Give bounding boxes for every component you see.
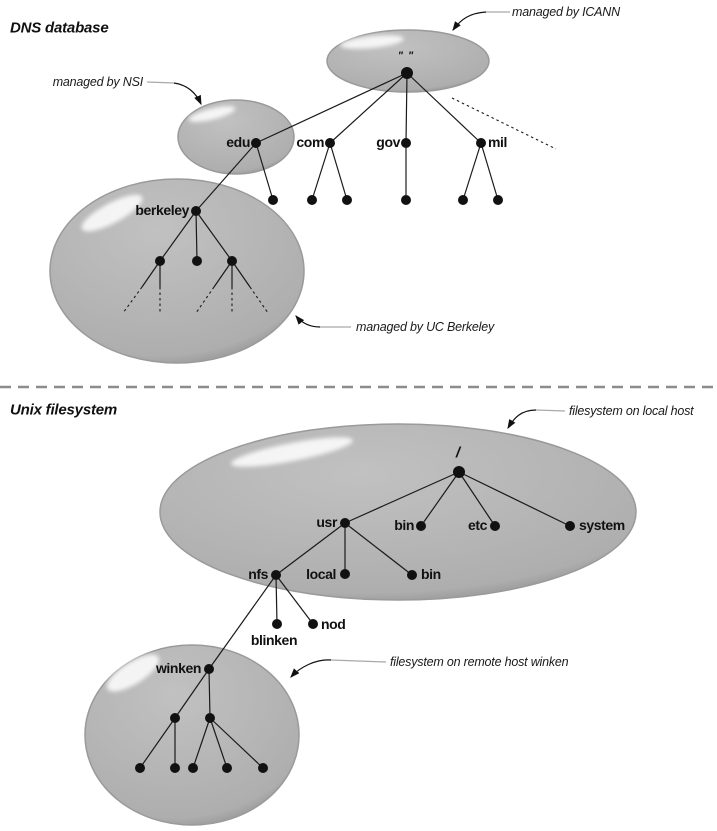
unix-local-fs-ellipse: [159, 423, 637, 601]
unix-node-dots: [135, 466, 575, 773]
gloss-highlight: [231, 437, 353, 467]
gloss-highlight: [81, 194, 143, 232]
nsi-leader-line: [146, 81, 175, 84]
node-label-nod: nod: [321, 616, 346, 632]
node-label-berkeley: berkeley: [135, 202, 189, 218]
nsi-arrow: [173, 82, 202, 106]
node-label-local: local: [306, 566, 336, 582]
gloss-highlight: [340, 35, 404, 49]
unix-annotation-arrows: [290, 409, 566, 678]
annotation-filesystem-remote-host: filesystem on remote host winken: [390, 655, 569, 669]
local-host-arrow: [507, 409, 537, 430]
node-label-bin-lower: bin: [421, 566, 441, 582]
node-label-etc: etc: [467, 517, 487, 533]
unix-ellipses: [84, 423, 637, 826]
node-label-usr: usr: [316, 514, 337, 530]
node-label-winken: winken: [155, 660, 201, 676]
uc-berkeley-arrow: [295, 315, 321, 328]
node-label-mil: mil: [488, 134, 508, 150]
dns-section-title: DNS database: [10, 19, 109, 37]
dns-annotation-arrows: [146, 11, 510, 328]
node-label-root-slash: /: [455, 444, 461, 462]
dns-node-dots: [155, 67, 503, 266]
node-label-edu: edu: [226, 134, 250, 150]
unix-remote-fs-ellipse: [84, 644, 300, 826]
gloss-highlight: [106, 654, 160, 692]
remote-host-arrow: [290, 659, 332, 678]
node-label-blinken: blinken: [250, 632, 298, 648]
node-label-dns-root: " ": [397, 50, 415, 62]
node-label-gov: gov: [376, 134, 400, 150]
node-label-nfs: nfs: [248, 566, 268, 582]
dns-ellipses: [49, 29, 490, 364]
icann-arrow: [452, 11, 487, 31]
annotation-managed-by-uc-berkeley: managed by UC Berkeley: [356, 320, 495, 334]
unix-section-title: Unix filesystem: [10, 401, 118, 419]
remote-host-leader-line: [330, 659, 387, 663]
dns-tree-edges: [122, 72, 557, 314]
local-host-leader-line: [535, 409, 566, 412]
node-label-system: system: [579, 517, 625, 533]
dns-berkeley-zone-ellipse: [49, 178, 305, 364]
annotation-managed-by-nsi: managed by NSI: [52, 75, 144, 89]
gloss-highlight: [188, 106, 236, 122]
node-label-bin-top: bin: [394, 517, 414, 533]
unix-tree-edges: [139, 471, 571, 769]
annotation-filesystem-local-host: filesystem on local host: [569, 404, 694, 418]
annotation-managed-by-icann: managed by ICANN: [512, 5, 620, 19]
node-label-com: com: [296, 134, 324, 150]
